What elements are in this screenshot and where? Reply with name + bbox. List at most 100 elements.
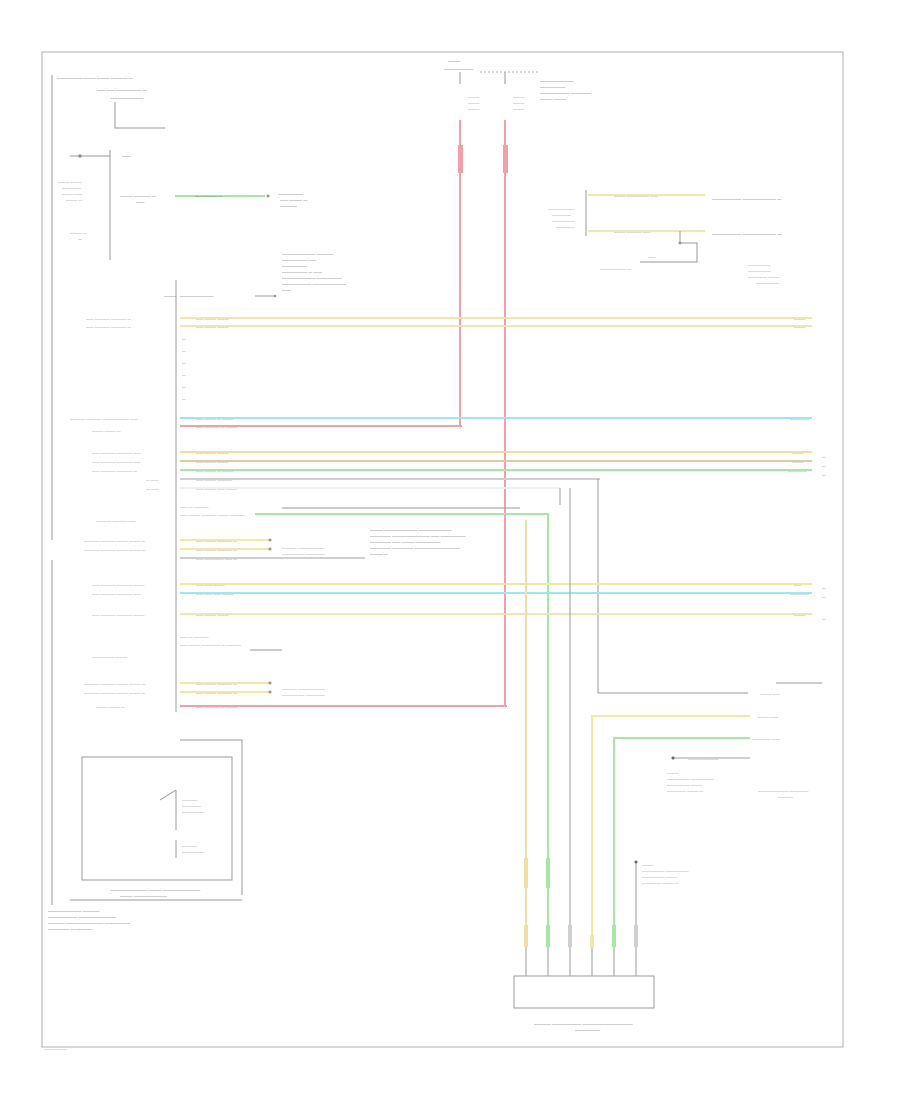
footer-ref: —————— [44,1047,67,1051]
svg-text:——————— ———————— —: ——————— ———————— — [712,197,782,202]
svg-text:—— ———— ———— —: —— ———— ———— — [86,325,131,329]
bottom-left-module: ———— ————— —————— ———— —————— ————————— … [48,560,243,932]
svg-text:—— ———— ———— —: —— ———— ———— — [86,317,131,321]
svg-text:—— ———— ———— —: —— ———— ———— — [92,469,137,473]
svg-text:———: ——— [468,95,480,99]
svg-text:——— ————————: ——— ———————— [120,894,168,899]
svg-text:———: ——— [468,107,480,111]
svg-text:———: ——— [513,95,525,99]
svg-text:—— ——— ————: —— ——— ———— [196,478,232,482]
top-left-module: —————— ——— ——— ———— — —— —— —————— — ———… [51,75,308,340]
svg-text:———— ———— ——————— ——: ———— ———— ——————— —— [70,417,138,421]
svg-text:—— —— —— ———: —— —— —— ——— [196,592,234,596]
svg-text:————————: ———————— [110,96,144,101]
svg-text:——————: —————— [748,269,771,273]
svg-text:——: —— [136,200,145,205]
svg-text:—— ——— ———: —— ——— ——— [196,613,229,617]
svg-text:—————— ——: —————— —— [282,258,317,263]
svg-text:—— ——— ———: —— ——— ——— [196,325,229,329]
svg-text:—————— ———: —————— ——— [642,875,677,879]
svg-text:——— ——: ——— —— [760,692,780,696]
svg-text:—————: ————— [556,225,575,229]
svg-text:———— ——————— ————————————: ———— ——————— ———————————— [534,1022,633,1027]
svg-text:———— ———— ——— ——— —: ———— ———— ——— ——— — [84,691,145,695]
svg-text:———————— ——————: ———————— —————— [282,276,343,281]
svg-text:————: ———— [280,204,298,209]
svg-text:——— ———— ——: ——— ———— —— [614,230,650,234]
svg-text:—————— ———: —————— ——— [667,783,702,787]
svg-text:—— ——— — ———: —— ——— — ——— [196,417,234,421]
svg-text:———: ——— [794,325,806,329]
svg-text:— ——: — —— [146,478,159,482]
svg-text:——— ———: ——— ——— [540,97,567,102]
svg-text:———: ——— [792,460,804,464]
svg-text:—: — [822,586,826,590]
svg-text:—: — [182,349,186,353]
svg-text:————— ————————— —— ——————: ————— ————————— —— —————— [370,534,466,539]
svg-text:—: — [822,473,826,477]
main-connector-labels: ———————— ———— —————— —— —————— —————— — … [51,252,347,712]
svg-text:——————— —————————: ——————— ————————— [48,915,117,920]
svg-text:—: — [182,361,186,365]
svg-text:—— ——— ———: —— ——— ——— [196,317,229,321]
svg-text:—: — [182,385,186,389]
svg-text:—— ——— —— ———: —— ——— —— ——— [196,487,237,491]
top-right-connector: ——————— ————— —————— ————— ——— —————— ——… [548,190,782,285]
svg-text:——————— —: ——————— — [600,267,632,271]
svg-text:—— ——— ———: —— ——— ——— [196,451,229,455]
svg-text:—————: ————— [790,592,809,596]
svg-text:—— ———— — ———: —— ———— — ——— [196,425,237,429]
vertical-wires: ——— —————— —————— —————— ——— ————— ——— — [524,488,689,947]
svg-text:—: — [182,397,186,401]
svg-text:———: ——— [513,101,525,105]
svg-text:————— ————— ———————————: ————— ————— ——————————— [370,546,461,551]
svg-text:——— —: ——— — [370,552,389,557]
svg-text:—: — [822,595,826,599]
svg-text:—— ——— ———— ——— ————: —— ——— ———— ——— ———— [180,513,245,517]
svg-text:—— ——— ————— — ————: —— ——— ————— — ———— [180,643,241,647]
svg-text:—— ————— —— —: —— ————— —— — [196,557,237,561]
svg-text:———: ——— [794,317,806,321]
svg-text:—————: ————— [552,213,571,217]
svg-text:———— ———— ——— ——— —: ———— ———— ——— ——— — [84,548,145,552]
svg-text:—————— ——————: —————— —————— [642,869,689,873]
svg-text:———: ——— [667,771,679,775]
svg-text:—: — [182,373,186,377]
bottom-sensor: ———— ——————— ———————————— —————— [513,947,655,1033]
svg-text:—— — ————: —— — ———— [180,505,209,509]
svg-text:——— ———————— ————————: ——— ———————— ———————— [370,528,453,533]
svg-text:————————— ——— —————————: ————————— ——— ————————— [110,888,201,893]
svg-text:——————: —————— [748,263,771,267]
svg-text:—————: ————— [182,804,201,808]
svg-text:—— — ————: —— — ———— [180,635,209,639]
svg-text:————— ——— —: ————— ——— — [642,881,678,885]
svg-text:————— ——: ————— —— [752,737,780,741]
svg-text:———: ——— [513,107,525,111]
svg-text:———— ———————: ———— ——————— [282,687,325,691]
svg-text:—————— —————: —————— ————— [282,552,325,556]
svg-text:——— ——: ——— —— [758,715,778,719]
svg-text:——— ——— —: ——— ——— — [92,429,121,433]
svg-text:———— ———— ——: ———— ———— —— [96,519,136,523]
svg-text:—: — [822,617,826,621]
svg-text:————————: ———————— [180,294,214,299]
svg-text:——: —— [648,255,656,259]
svg-text:———: ——— [792,451,804,455]
svg-text:—: — [78,237,82,241]
svg-text:—————— ———: —————— ——— [92,655,127,659]
svg-text:————: ———— [182,798,197,802]
svg-text:—————— — ——: —————— — —— [282,270,323,275]
svg-text:———— ———— ——— ——— —: ———— ———— ——— ——— — [84,682,145,686]
svg-text:—— ——— ———— —: —— ——— ———— — [196,682,237,686]
svg-text:————— — ————: ————— — ———— [48,927,93,932]
svg-text:————— ———: ————— ——— [748,275,780,279]
svg-text:——— —: ——— — [66,198,82,202]
svg-text:———————— —————: ———————— ————— [758,789,809,793]
svg-text:——— ———— —: ——— ———— — [120,194,157,199]
svg-text:——— ——: ——— —— [62,192,82,196]
svg-text:——————— ————————: ——————— ———————— [282,282,347,287]
svg-text:——————: —————— [575,1028,601,1033]
diagram-frame [41,51,844,1048]
svg-text:— ——: — —— [146,487,159,491]
svg-text:————— —— ——— ——————: ————— —— ——— —————— [370,540,441,545]
